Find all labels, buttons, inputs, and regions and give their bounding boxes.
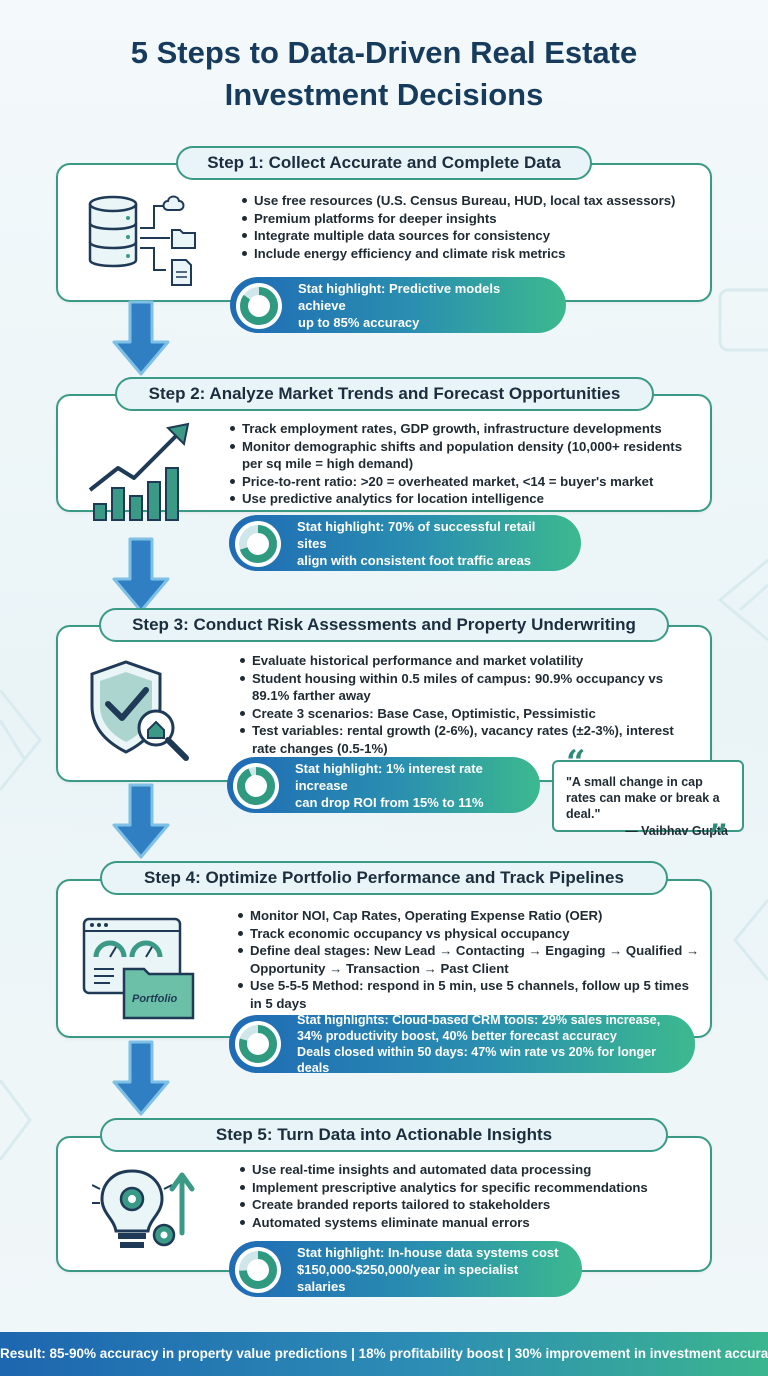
stat-line: Deals closed within 50 days: 47% win rat… — [297, 1045, 657, 1075]
list-item: Evaluate historical performance and mark… — [239, 652, 699, 670]
stat-line: Stat highlight: Predictive models achiev… — [298, 280, 501, 313]
donut-icon — [236, 283, 282, 329]
quote-card: “ "A small change in cap rates can make … — [552, 746, 744, 854]
donut-icon — [235, 1247, 281, 1293]
list-item: Monitor demographic shifts and populatio… — [229, 438, 695, 473]
step-4-bullets: Monitor NOI, Cap Rates, Operating Expens… — [237, 907, 703, 1012]
step-5-stat: Stat highlight: In-house data systems co… — [229, 1241, 582, 1297]
open-quote-icon: “ — [566, 743, 586, 783]
dashboard-portfolio-icon: Portfolio — [82, 917, 195, 1020]
list-item: Use real-time insights and automated dat… — [239, 1161, 699, 1179]
list-item: Test variables: rental growth (2-6%), va… — [239, 722, 699, 757]
list-item: Track economic occupancy vs physical occ… — [237, 925, 703, 943]
page-title: 5 Steps to Data-Driven Real Estate Inves… — [0, 32, 768, 116]
step-2-bullets: Track employment rates, GDP growth, infr… — [229, 420, 695, 508]
donut-icon — [235, 1021, 281, 1067]
step-2-stat: Stat highlight: 70% of successful retail… — [229, 515, 581, 571]
step-4-label: Step 4: Optimize Portfolio Performance a… — [100, 861, 668, 895]
stat-line: Stat highlights: Cloud-based CRM tools: … — [297, 1013, 661, 1027]
step-2-label: Step 2: Analyze Market Trends and Foreca… — [115, 377, 654, 411]
stat-line: Stat highlight: 70% of successful retail… — [297, 518, 536, 551]
step-3-stat: Stat highlight: 1% interest rate increas… — [227, 757, 540, 813]
lightbulb-gears-icon — [92, 1169, 195, 1248]
database-icon — [88, 195, 196, 286]
stat-line: 34% productivity boost, 40% better forec… — [297, 1029, 617, 1043]
list-item: Price-to-rent ratio: >20 = overheated ma… — [229, 473, 695, 491]
step-1-stat: Stat highlight: Predictive models achiev… — [230, 277, 566, 333]
close-quote-icon: ” — [708, 817, 728, 857]
stat-line: up to 85% accuracy — [298, 314, 420, 330]
step-3-label: Step 3: Conduct Risk Assessments and Pro… — [99, 608, 669, 642]
stat-line: $150,000-$250,000/year in specialist sal… — [297, 1261, 519, 1294]
growth-chart-icon — [88, 422, 190, 521]
stat-line: align with consistent foot traffic areas — [297, 552, 532, 568]
list-item: Integrate multiple data sources for cons… — [241, 227, 701, 245]
down-arrow-icon — [112, 537, 170, 613]
down-arrow-icon — [112, 1040, 170, 1116]
title-line-1: 5 Steps to Data-Driven Real Estate — [130, 35, 638, 70]
step-1-bullets: Use free resources (U.S. Census Bureau, … — [241, 192, 701, 262]
result-footer: Result: 85-90% accuracy in property valu… — [0, 1332, 768, 1376]
list-item: Include energy efficiency and climate ri… — [241, 245, 701, 263]
list-item: Implement prescriptive analytics for spe… — [239, 1179, 699, 1197]
title-line-2: Investment Decisions — [224, 77, 544, 112]
donut-icon — [235, 521, 281, 567]
list-item: Create 3 scenarios: Base Case, Optimisti… — [239, 705, 699, 723]
list-item: Use predictive analytics for location in… — [229, 490, 695, 508]
donut-icon — [233, 763, 279, 809]
step-5-label: Step 5: Turn Data into Actionable Insigh… — [100, 1118, 668, 1152]
list-item: Automated systems eliminate manual error… — [239, 1214, 699, 1232]
shield-check-icon — [90, 660, 189, 761]
list-item: Track employment rates, GDP growth, infr… — [229, 420, 695, 438]
portfolio-icon-text: Portfolio — [132, 993, 177, 1005]
list-item: Monitor NOI, Cap Rates, Operating Expens… — [237, 907, 703, 925]
list-item: Create branded reports tailored to stake… — [239, 1196, 699, 1214]
step-4-stat: Stat highlights: Cloud-based CRM tools: … — [229, 1013, 695, 1075]
down-arrow-icon — [112, 300, 170, 376]
down-arrow-icon — [112, 783, 170, 859]
list-item: Use 5-5-5 Method: respond in 5 min, use … — [237, 977, 703, 1012]
stat-line: Stat highlight: 1% interest rate increas… — [295, 760, 483, 793]
list-item: Define deal stages: New Lead → Contactin… — [237, 942, 703, 977]
quote-author: — Vaibhav Gupta — [625, 824, 728, 838]
list-item: Premium platforms for deeper insights — [241, 210, 701, 228]
step-3-bullets: Evaluate historical performance and mark… — [239, 652, 699, 757]
stat-line: Stat highlight: In-house data systems co… — [297, 1244, 559, 1260]
quote-text: "A small change in cap rates can make or… — [566, 775, 720, 821]
step-1-label: Step 1: Collect Accurate and Complete Da… — [176, 146, 592, 180]
list-item: Student housing within 0.5 miles of camp… — [239, 670, 699, 705]
list-item: Use free resources (U.S. Census Bureau, … — [241, 192, 701, 210]
stat-line: can drop ROI from 15% to 11% — [295, 794, 484, 810]
step-5-bullets: Use real-time insights and automated dat… — [239, 1161, 699, 1231]
